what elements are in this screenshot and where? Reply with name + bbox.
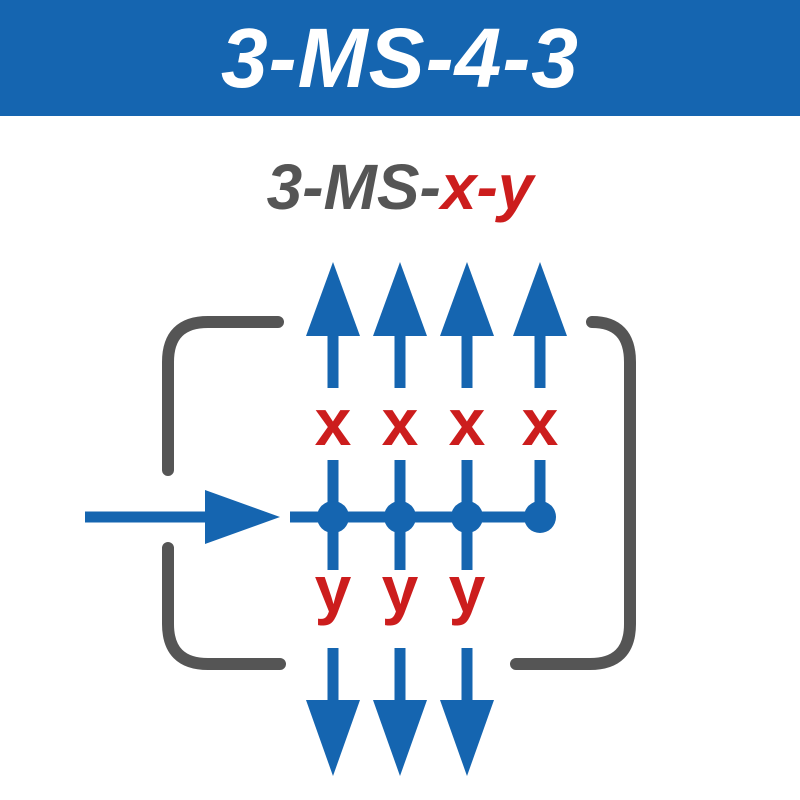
inlet-arrow-icon: [205, 490, 280, 544]
output-label-x: x: [315, 385, 352, 459]
output-label-x: x: [382, 385, 419, 459]
output-label-y: y: [449, 552, 486, 626]
down-arrow-icon: [440, 700, 494, 776]
down-arrow-icon: [373, 700, 427, 776]
subtitle: 3-MS-x-y: [0, 150, 800, 224]
subtitle-prefix: 3-MS-: [266, 151, 441, 223]
up-arrow-icon: [513, 262, 567, 336]
housing-frame: [162, 316, 636, 670]
up-arrow-icon: [440, 262, 494, 336]
page-title: 3-MS-4-3: [220, 10, 580, 105]
output-label-x: x: [449, 385, 486, 459]
header-banner: 3-MS-4-3: [0, 0, 800, 116]
down-arrow-icon: [306, 700, 360, 776]
up-arrow-icon: [373, 262, 427, 336]
flow-paths: [85, 262, 567, 776]
output-label-x: x: [522, 385, 559, 459]
output-label-y: y: [382, 552, 419, 626]
up-arrow-icon: [306, 262, 360, 336]
junction-dot: [524, 501, 556, 533]
output-label-y: y: [315, 552, 352, 626]
subtitle-variable: x-y: [440, 151, 534, 223]
